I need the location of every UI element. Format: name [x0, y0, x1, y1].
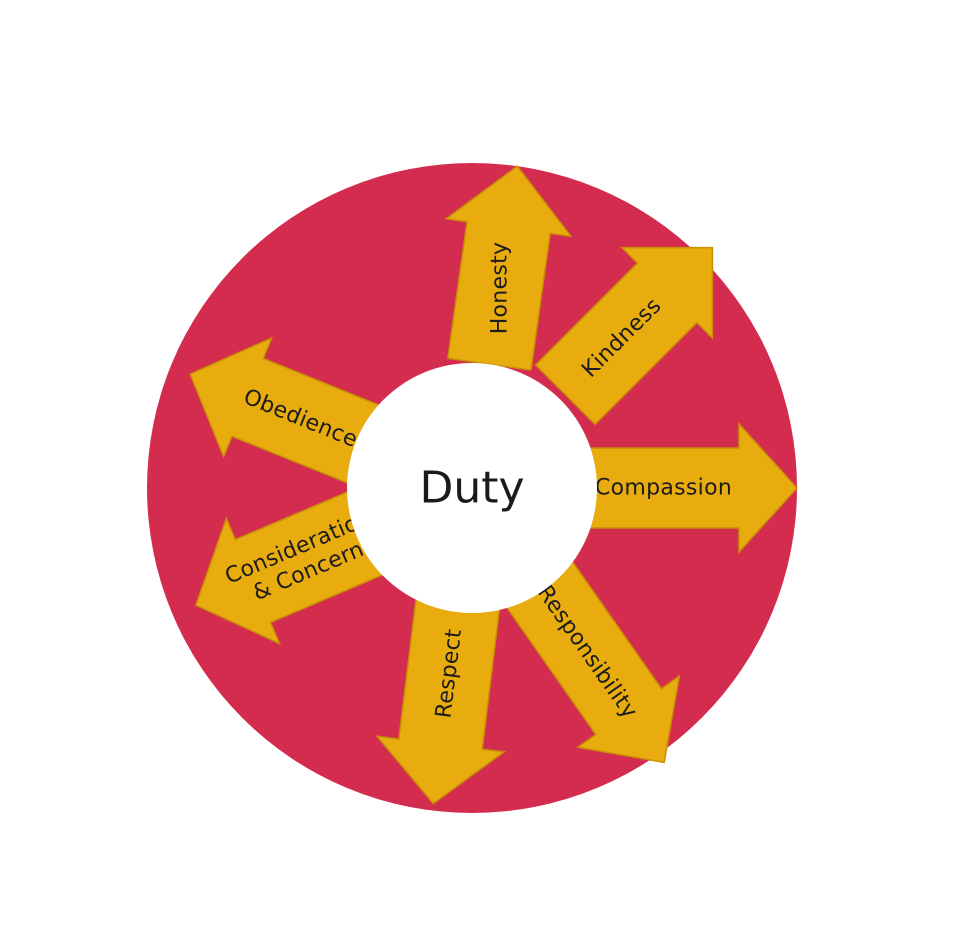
arrow-shape-honesty [444, 165, 573, 371]
arrow-kindness: Kindness [534, 246, 714, 426]
arrow-label-compassion: Compassion [595, 476, 732, 501]
arrows-layer: HonestyKindnessCompassionResponsibilityR… [189, 165, 799, 805]
arrow-shape-respect [375, 581, 507, 805]
arrow-shape-consideration [194, 489, 388, 646]
arrow-shape-obedience [189, 336, 385, 486]
arrow-obedience: Obedience [189, 336, 385, 486]
arrow-shape-compassion [571, 422, 799, 554]
arrow-label-honesty: Honesty [488, 242, 513, 335]
arrow-label-group-compassion: Compassion [595, 476, 732, 501]
arrow-label-group-honesty: Honesty [488, 242, 513, 335]
arrow-compassion: Compassion [571, 422, 799, 554]
arrow-honesty: Honesty [444, 165, 573, 371]
center-circle [347, 363, 597, 613]
arrow-shape-responsibility [502, 555, 681, 764]
arrow-respect: Respect [375, 581, 507, 805]
arrow-shape-kindness [534, 246, 714, 426]
center-label: Duty [419, 463, 524, 514]
